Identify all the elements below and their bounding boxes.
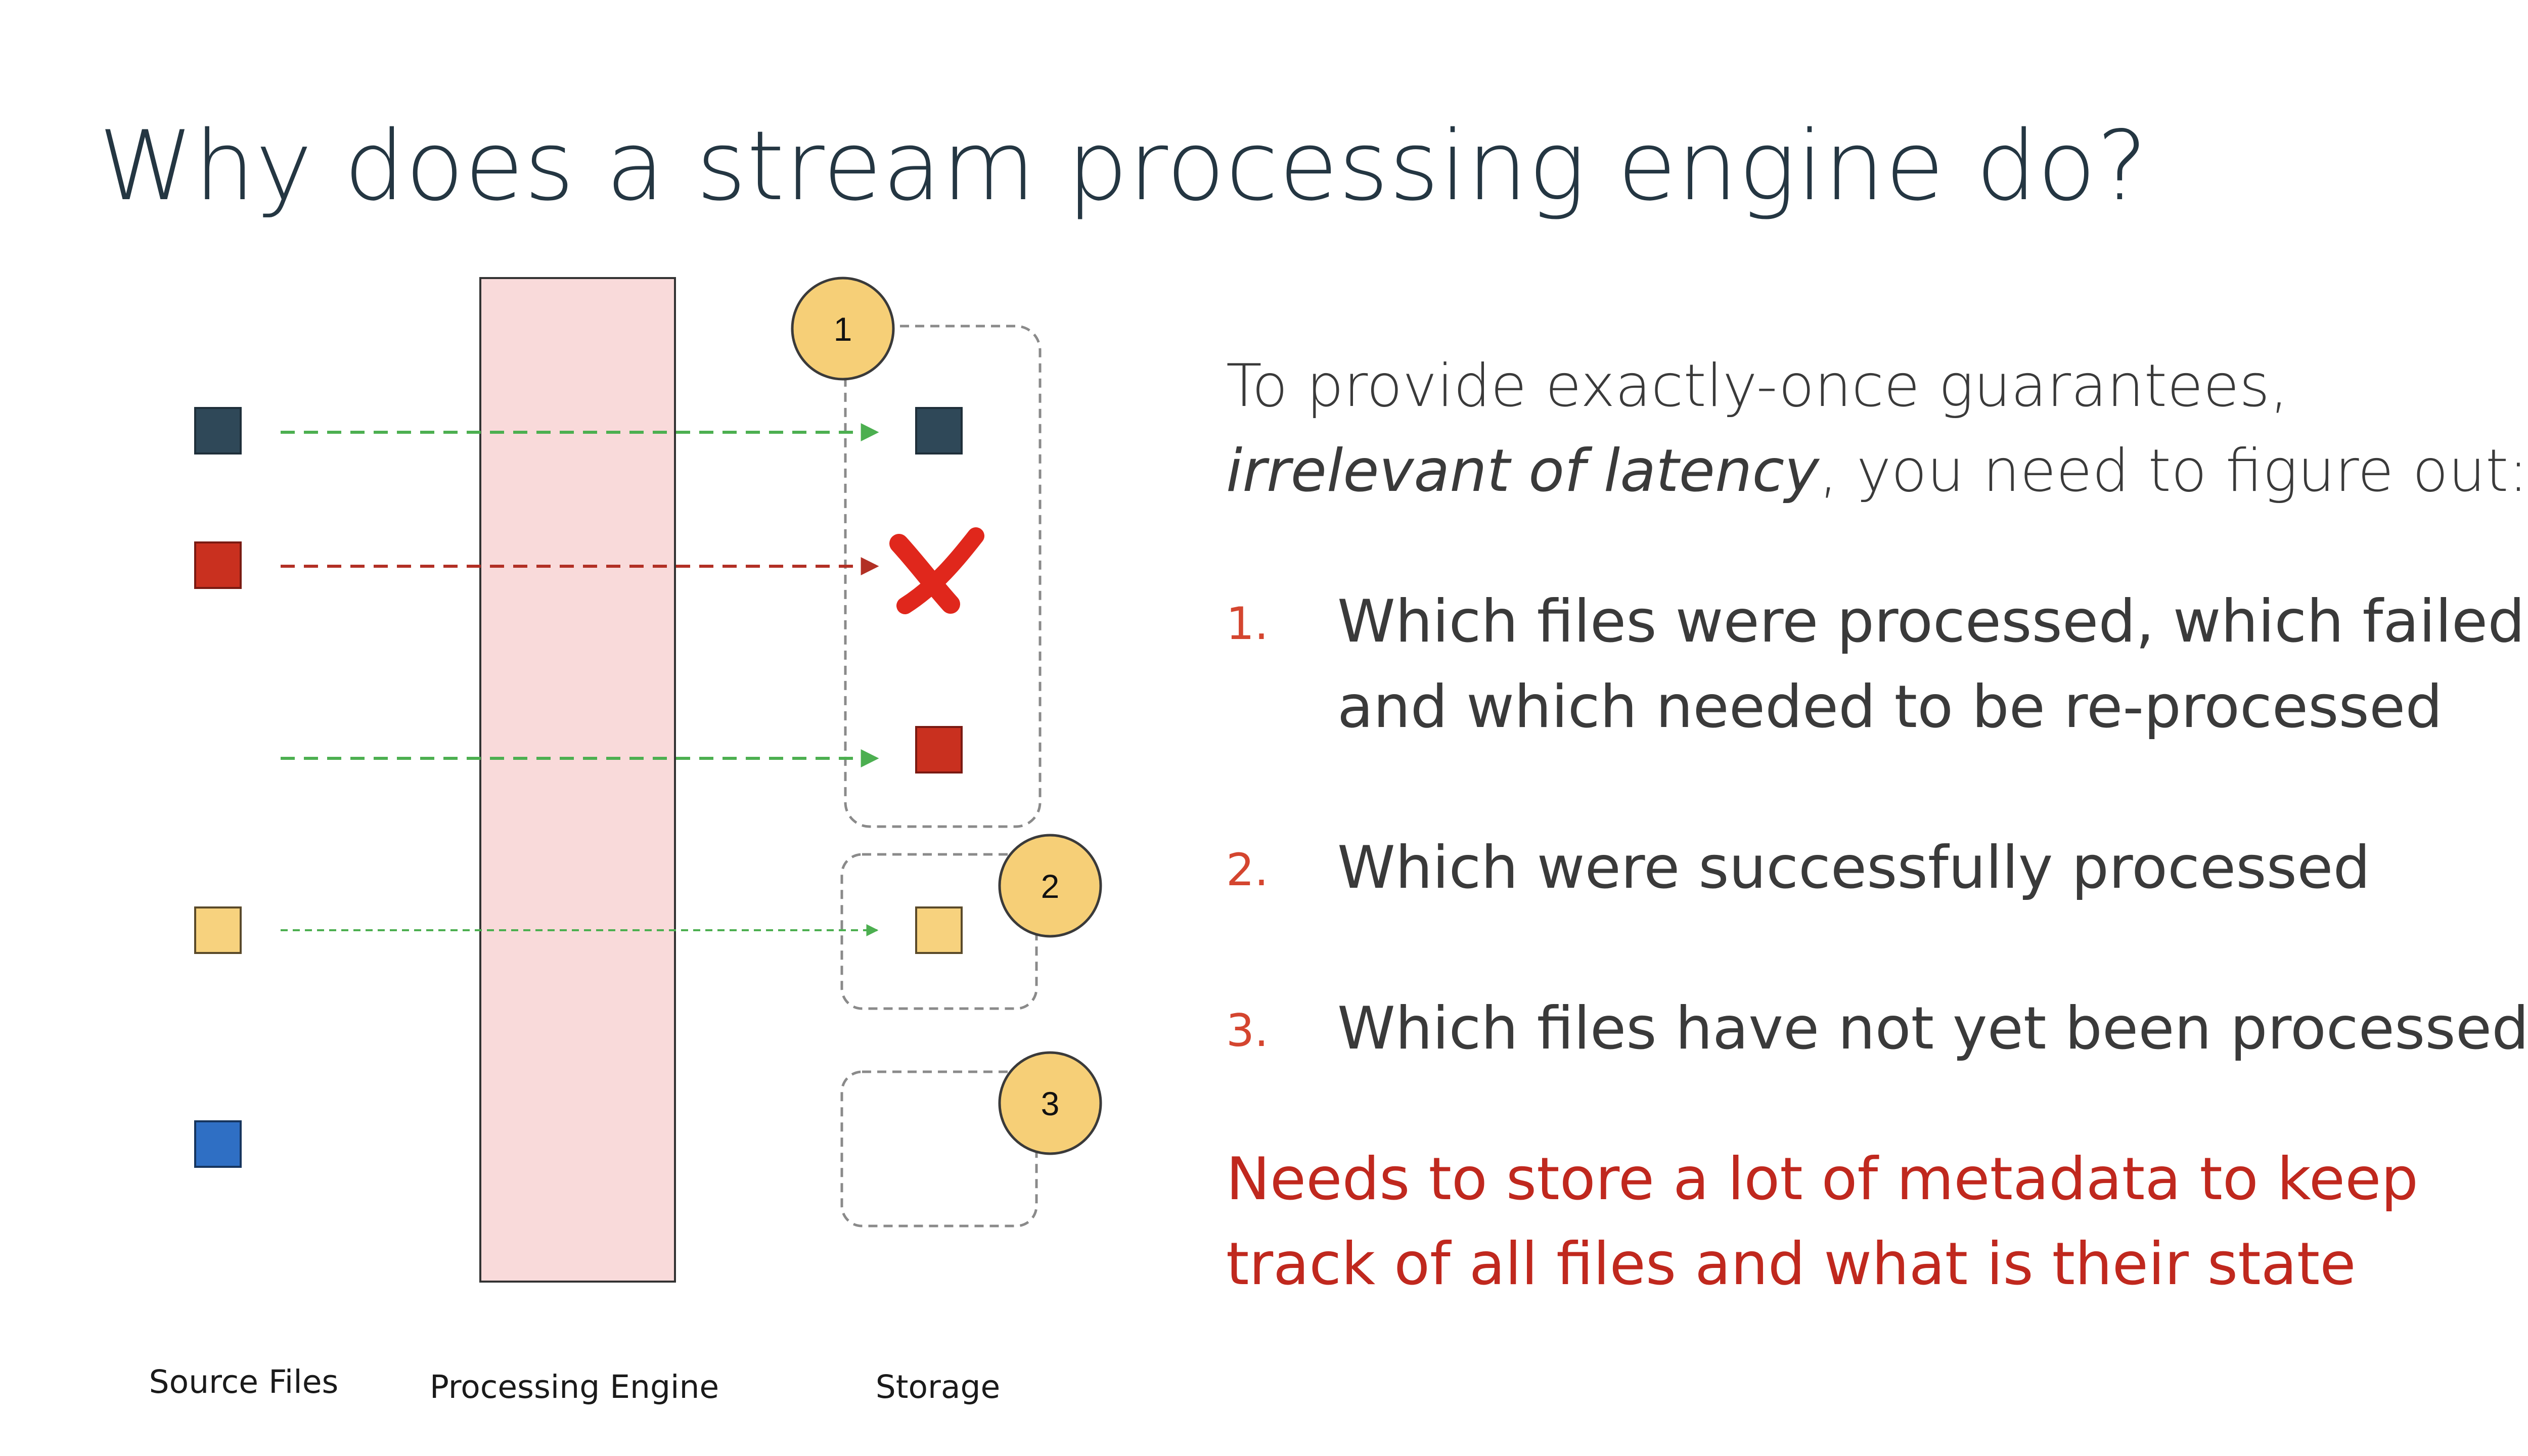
stored-file-red — [915, 726, 963, 774]
source-file-red — [194, 541, 242, 589]
storage-group-1 — [844, 325, 1042, 828]
badge-2: 2 — [998, 834, 1102, 938]
requirement-item: 1. Which files were processed, which fai… — [1226, 579, 2528, 749]
svg-text:3: 3 — [1041, 1085, 1060, 1122]
badge-3: 3 — [998, 1051, 1102, 1155]
requirement-text: Which files were processed, which failed… — [1337, 587, 2528, 741]
stream-processing-diagram: 1 2 3 Source Files Processing Engine Sto… — [149, 277, 1102, 1405]
requirement-item: 3. Which files have not yet been process… — [1226, 986, 2528, 1071]
requirement-number: 3. — [1226, 1004, 1269, 1057]
stored-file-dark — [915, 407, 963, 454]
requirement-number: 1. — [1226, 598, 1269, 650]
slide-title: Why does a stream processing engine do? — [99, 110, 2148, 222]
stored-file-yellow — [915, 906, 963, 954]
source-file-blue — [194, 1120, 242, 1168]
x-mark-icon — [889, 527, 984, 614]
label-processing-engine: Processing Engine — [430, 1369, 719, 1405]
label-source-files: Source Files — [149, 1363, 339, 1400]
requirement-item: 2. Which were successfully processed — [1226, 826, 2528, 911]
processing-engine-block — [479, 277, 676, 1283]
intro-text: To provide exactly-once guarantees, irre… — [1226, 344, 2528, 514]
intro-emphasis: irrelevant of latency — [1226, 437, 1819, 506]
requirement-text: Which files have not yet been processed — [1337, 994, 2528, 1063]
label-storage: Storage — [876, 1369, 1001, 1405]
conclusion-text: Needs to store a lot of metadata to keep… — [1226, 1145, 2419, 1299]
intro-part-2: , you need to figure out: — [1819, 437, 2528, 506]
requirements-list: 1. Which files were processed, which fai… — [1226, 579, 2528, 1071]
svg-text:2: 2 — [1041, 868, 1060, 905]
source-file-dark — [194, 407, 242, 454]
badge-1: 1 — [791, 277, 895, 381]
intro-part-1: To provide exactly-once guarantees, — [1226, 352, 2289, 420]
svg-text:1: 1 — [834, 310, 852, 348]
requirement-number: 2. — [1226, 843, 1269, 896]
requirement-text: Which were successfully processed — [1337, 833, 2371, 902]
source-file-yellow — [194, 906, 242, 954]
explanation-panel: To provide exactly-once guarantees, irre… — [1226, 344, 2528, 1307]
